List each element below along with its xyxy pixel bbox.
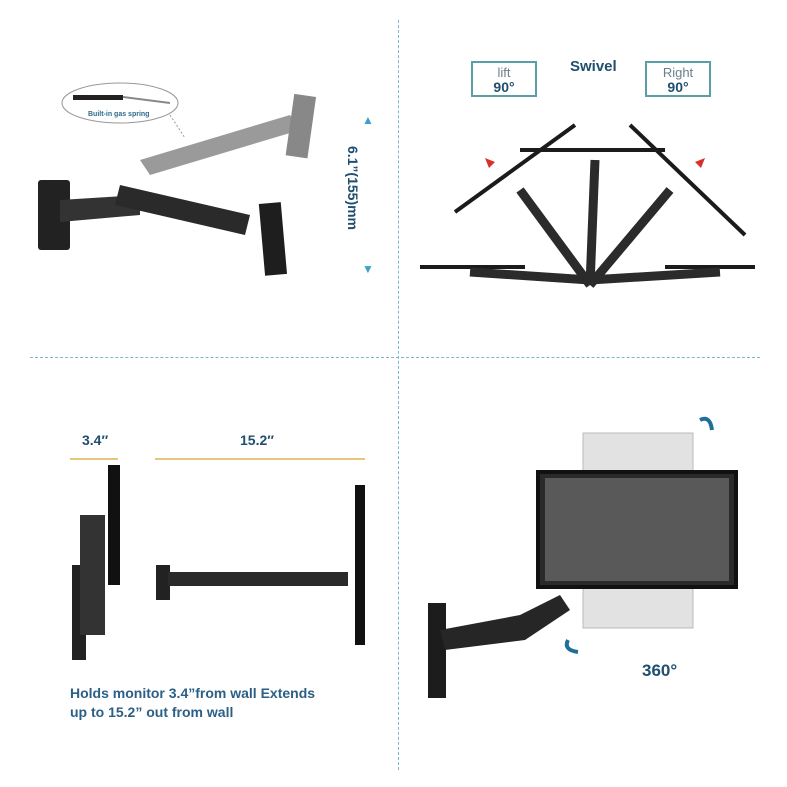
caption-line-2: up to 15.2” out from wall <box>70 704 234 720</box>
arm-extended <box>168 572 348 586</box>
arrow-up-icon: ▲ <box>362 113 374 127</box>
swivel-title: Swivel <box>570 58 617 75</box>
max-distance-label: 15.2″ <box>240 432 274 448</box>
vesa-plate-ghost <box>285 93 317 159</box>
gas-spring-icon <box>73 95 123 100</box>
swivel-left-arrow-icon <box>485 158 495 168</box>
arm <box>440 595 570 650</box>
right-swivel-box: Right 90° <box>645 61 711 97</box>
left-swivel-box: lift 90° <box>471 61 537 97</box>
vertical-divider <box>398 20 399 770</box>
left-swivel-label: lift <box>497 65 511 80</box>
extension-caption: Holds monitor 3.4”from wall Extends up t… <box>70 684 315 722</box>
monitor-folded <box>108 465 120 585</box>
right-swivel-value: 90° <box>667 79 689 95</box>
swivel-panel-illustration <box>420 123 755 288</box>
height-panel-illustration <box>38 82 317 276</box>
horizontal-divider <box>30 357 760 358</box>
arm-lower <box>115 185 250 235</box>
caption-line-1: Holds monitor 3.4”from wall Extends <box>70 685 316 701</box>
rotation-panel-illustration <box>428 416 738 698</box>
gas-spring-callout-bubble <box>61 82 179 124</box>
wall-plate <box>38 180 70 250</box>
wall-plate-extended <box>156 565 170 600</box>
extension-panel-illustration <box>70 458 365 660</box>
min-distance-label: 3.4″ <box>82 432 109 448</box>
wall-plate <box>428 603 446 698</box>
swivel-right-arrow-icon <box>695 158 705 168</box>
monitor-extended <box>355 485 365 645</box>
rotate-arrow-icon <box>699 416 714 431</box>
left-swivel-value: 90° <box>493 79 515 95</box>
rotate-arrow-icon <box>564 639 579 654</box>
gas-spring-label: Built-in gas spring <box>88 111 150 118</box>
height-dimension-label: 6.1”(155)mm <box>345 145 361 231</box>
rotation-label: 360° <box>642 661 678 680</box>
arm-upper-ghost <box>140 115 300 175</box>
arrow-down-icon: ▼ <box>362 262 374 276</box>
vesa-plate <box>258 202 288 276</box>
right-swivel-label: Right <box>662 65 694 80</box>
